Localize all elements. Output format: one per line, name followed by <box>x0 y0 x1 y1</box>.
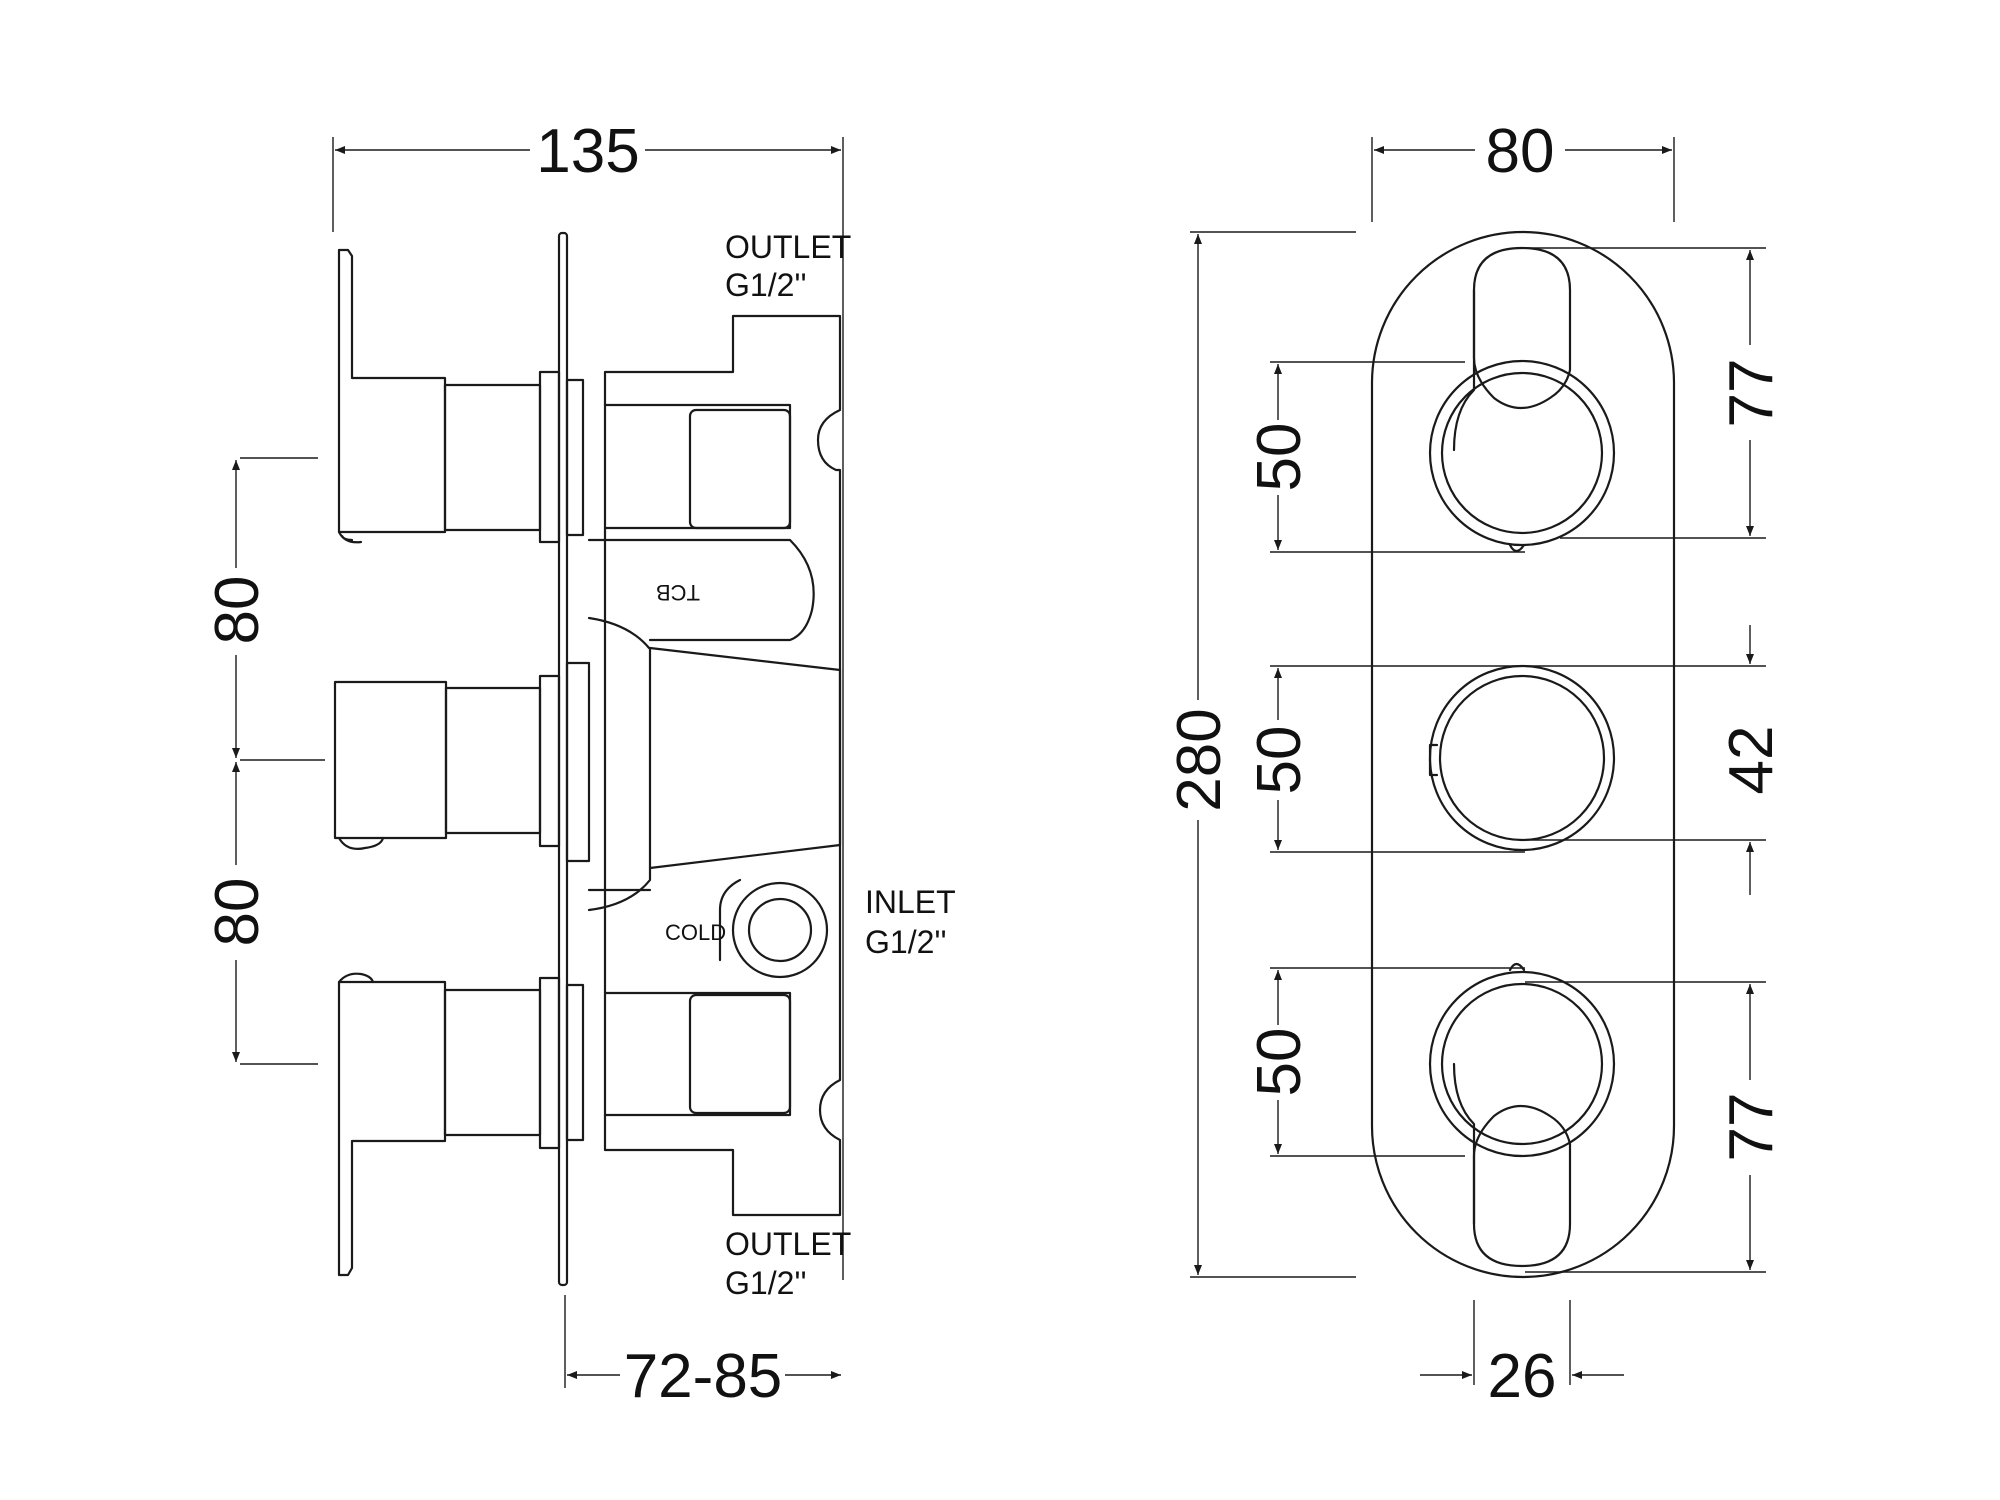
cold-label: COLD <box>665 920 726 945</box>
middle-knob <box>333 680 448 840</box>
dimension-front-height: 280 <box>1165 231 1356 1278</box>
dimension-middle-knob-size: 42 <box>1717 625 1786 895</box>
dimension-overall-depth: 135 <box>332 117 844 1280</box>
front-view: 80 280 50 50 50 <box>1165 117 1786 1411</box>
dim-top-50-label: 50 <box>1245 423 1314 492</box>
dim-front-80-label: 80 <box>1486 117 1555 186</box>
bottom-lever-handle <box>337 980 447 1277</box>
dim-26-label: 26 <box>1488 1342 1557 1411</box>
valve-body <box>603 314 842 1217</box>
outlet-bottom-spec: G1/2'' <box>725 1265 807 1301</box>
dim-80-upper-label: 80 <box>203 576 272 645</box>
dim-80-lower-label: 80 <box>203 878 272 947</box>
middle-spindle <box>444 686 542 835</box>
outlet-top-spec: G1/2'' <box>725 267 807 303</box>
front-middle-knob <box>1428 664 1616 852</box>
dimension-top-handle-height: 77 <box>1717 250 1786 536</box>
inlet-spec: G1/2'' <box>865 924 947 960</box>
dimension-middle-knob-dia: 50 <box>1245 668 1314 850</box>
dimension-spacing-upper: 80 <box>203 460 272 758</box>
top-lever-handle <box>337 248 447 534</box>
bottom-spindle <box>443 988 542 1137</box>
dim-280-label: 280 <box>1165 708 1234 811</box>
dimension-top-handle-dia: 50 <box>1245 364 1314 550</box>
dimension-bottom-handle-dia: 50 <box>1245 970 1314 1154</box>
dimension-spacing-lower: 80 <box>203 762 272 1062</box>
dimension-handle-width: 26 <box>1420 1300 1624 1411</box>
side-view: 135 <box>203 117 956 1411</box>
dim-bottom-50-label: 50 <box>1245 1028 1314 1097</box>
outlet-bottom-label: OUTLET <box>725 1226 851 1262</box>
dim-42-label: 42 <box>1717 726 1786 795</box>
wall-plate <box>557 231 569 1287</box>
top-spindle <box>443 383 542 532</box>
dim-top-77-label: 77 <box>1717 359 1786 428</box>
dimension-wall-depth: 72-85 <box>564 1295 841 1411</box>
top-cartridge <box>603 403 792 530</box>
dim-135-label: 135 <box>536 117 639 186</box>
front-bottom-lever <box>1428 962 1616 1268</box>
dim-middle-50-label: 50 <box>1245 726 1314 795</box>
dimension-front-width: 80 <box>1371 117 1675 222</box>
front-top-lever <box>1428 246 1616 553</box>
cold-inlet-fitting <box>731 881 829 979</box>
cover-plate <box>1370 230 1676 1279</box>
inlet-label: INLET <box>865 884 956 920</box>
bottom-cartridge <box>603 991 792 1117</box>
dimension-bottom-handle-height: 77 <box>1717 984 1786 1270</box>
outlet-top-label: OUTLET <box>725 229 851 265</box>
tcb-label: TCB <box>656 580 700 605</box>
dim-bottom-77-label: 77 <box>1717 1093 1786 1162</box>
thermostatic-cartridge <box>587 538 815 642</box>
dim-72-85-label: 72-85 <box>624 1342 783 1411</box>
